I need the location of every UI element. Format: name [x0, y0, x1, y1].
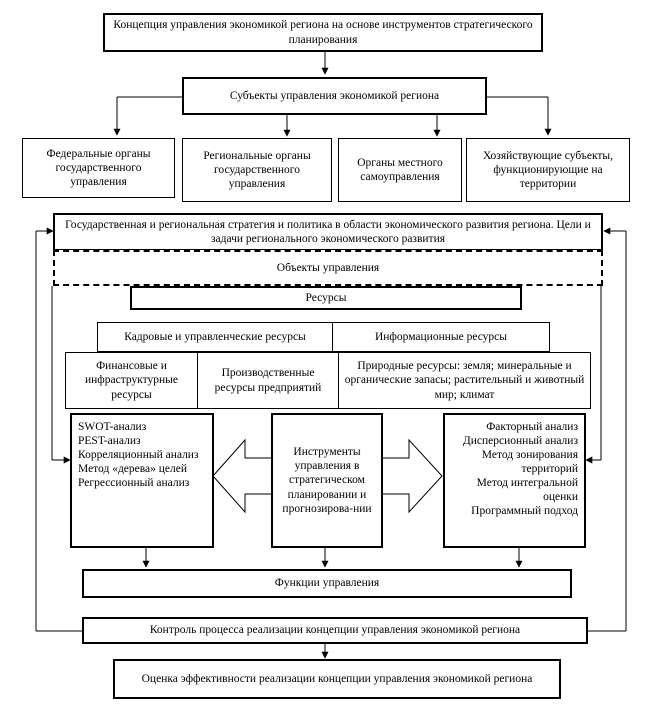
control-label: Контроль процесса реализации концепции у… — [149, 624, 521, 637]
natural-resources-label: Природные ресурсы: земля; минеральные и … — [344, 360, 585, 401]
objects-label: Объекты управления — [276, 261, 380, 274]
strategy-label: Государственная и региональная стратегия… — [65, 218, 591, 245]
evaluation-box: Оценка эффективности реализации концепци… — [113, 659, 561, 699]
subject-business-box: Хозяйствующие субъекты, функционирующие … — [466, 138, 630, 202]
subject-federal-label: Федеральные органы государственного упра… — [46, 147, 151, 188]
subject-regional-box: Региональные органы государственного упр… — [182, 138, 332, 202]
subjects-title-box: Субъекты управления экономикой региона — [182, 77, 487, 115]
strategy-box: Государственная и региональная стратегия… — [53, 213, 603, 251]
methods-left-box: SWOT-анализ PEST-анализ Корреляционный а… — [70, 413, 214, 548]
personnel-resources-label: Кадровые и управленческие ресурсы — [124, 330, 306, 343]
method-goal-tree: Метод «дерева» целей — [78, 463, 188, 476]
resources-box: Ресурсы — [130, 286, 522, 310]
method-regression: Регрессионный анализ — [78, 477, 190, 490]
information-resources-label: Информационные ресурсы — [374, 330, 508, 343]
method-factor: Факторный анализ — [486, 421, 578, 433]
concept-label: Концепция управления экономикой региона … — [113, 19, 533, 46]
method-swot: SWOT-анализ — [78, 421, 147, 433]
subject-federal-box: Федеральные органы государственного упра… — [22, 138, 175, 198]
financial-resources-box: Финансовые и инфраструктурные ресурсы — [65, 352, 198, 409]
subject-business-label: Хозяйствующие субъекты, функционирующие … — [482, 149, 614, 190]
method-pest: PEST-анализ — [78, 435, 141, 448]
method-zoning: Метод зонирования территорий — [481, 449, 578, 476]
instruments-label: Инструменты управления в стратегическом … — [282, 446, 372, 515]
objects-box: Объекты управления — [53, 250, 603, 286]
methods-right-box: Факторный анализ Дисперсионный анализ Ме… — [443, 413, 586, 548]
resources-label: Ресурсы — [305, 291, 347, 304]
subject-local-label: Органы местного самоуправления — [357, 156, 443, 183]
method-integral: Метод интегральной оценки — [476, 477, 578, 504]
method-dispersion: Дисперсионный анализ — [462, 435, 578, 448]
subjects-title-label: Субъекты управления экономикой региона — [229, 89, 440, 102]
subject-regional-label: Региональные органы государственного упр… — [203, 149, 311, 190]
information-resources-box: Информационные ресурсы — [332, 322, 550, 352]
functions-box: Функции управления — [82, 569, 572, 598]
method-correlation: Корреляционный анализ — [78, 449, 199, 462]
production-resources-label: Производственные ресурсы предприятий — [214, 367, 322, 394]
financial-resources-label: Финансовые и инфраструктурные ресурсы — [84, 360, 179, 401]
concept-box: Концепция управления экономикой региона … — [103, 13, 543, 52]
functions-label: Функции управления — [274, 577, 380, 590]
production-resources-box: Производственные ресурсы предприятий — [197, 352, 339, 409]
method-program: Программный подход — [471, 505, 578, 518]
control-box: Контроль процесса реализации концепции у… — [82, 617, 588, 644]
subject-local-box: Органы местного самоуправления — [338, 138, 462, 202]
instruments-box: Инструменты управления в стратегическом … — [271, 413, 383, 548]
natural-resources-box: Природные ресурсы: земля; минеральные и … — [338, 352, 591, 409]
personnel-resources-box: Кадровые и управленческие ресурсы — [97, 322, 333, 352]
evaluation-label: Оценка эффективности реализации концепци… — [141, 672, 533, 685]
